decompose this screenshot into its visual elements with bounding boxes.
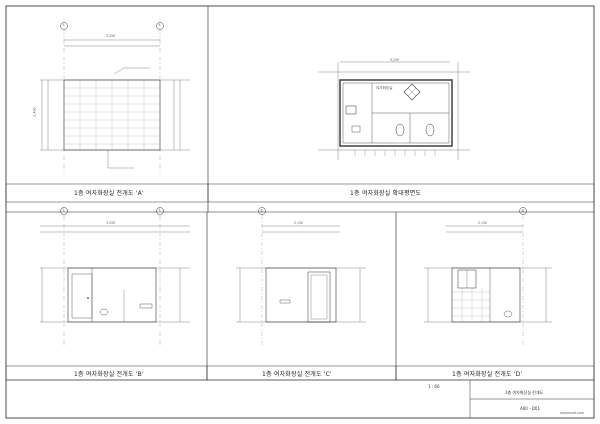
plan-drain-marker [403,83,421,101]
view-b-elevation [40,207,190,345]
grid-label-a-right: ③ [158,23,161,27]
grid-bubble-a-left [60,22,68,30]
grid-label-b-right: ③ [158,208,161,212]
drawing-number: A00 - D01 [520,406,540,411]
grid-label-b-left: ② [62,208,65,212]
plan-wall [339,79,453,147]
grid-bubble-b-right [156,207,164,215]
plan-toilet-1 [395,123,405,137]
grid-label-d: Ⓑ [521,209,525,213]
dim-a-height: 2,400 [32,107,37,117]
dim-c-overall: 2,150 [294,221,304,225]
c-door [307,271,331,323]
caption-box-plan [207,183,595,203]
grid-bubble-a-right [156,22,164,30]
dim-d-overall: 2,150 [478,221,488,225]
grid-bubble-d [519,207,527,215]
view-plan [318,61,470,160]
tile-grid-a [64,80,160,150]
plan-lavatory [345,105,357,115]
caption-b: 1층 여자화장실 전개도 'B' [74,371,144,378]
grid-bubble-b-left [60,207,68,215]
c-lavatory [279,299,291,304]
caption-d: 1층 여자화장실 전개도 'D' [452,371,523,378]
b-door [71,273,93,319]
plan-room-label: 여자화장실 [376,86,393,90]
dim-plan-overall: 3,250 [390,58,400,62]
caption-a: 1층 여자화장실 전개도 'A' [74,190,144,197]
tile-grid-d [452,288,490,322]
dim-b-overall: 3,250 [106,221,116,225]
caption-plan: 1층 여자화장실 확대평면도 [350,190,422,197]
caption-c: 1층 여자화장실 전개도 'C' [262,371,332,378]
b-lavatory [139,303,153,309]
sheet-title: 1층 여자화장실 전개도 [505,390,544,395]
view-d-elevation [424,207,552,345]
d-toilet [503,310,513,318]
dim-a-overall: 3,250 [106,34,116,38]
grid-label-c: Ⓑ [260,209,264,213]
grid-bubble-c [258,207,266,215]
view-a-elevation [40,22,190,175]
caption-box-d [395,365,595,381]
watermark: mayercad.com [560,411,584,415]
plan-toilet-2 [425,123,435,137]
b-toilet [99,308,109,316]
sheet-scale: 1 : 60 [428,384,440,389]
view-c-elevation [236,207,366,345]
grid-label-a-left: ② [62,23,65,27]
